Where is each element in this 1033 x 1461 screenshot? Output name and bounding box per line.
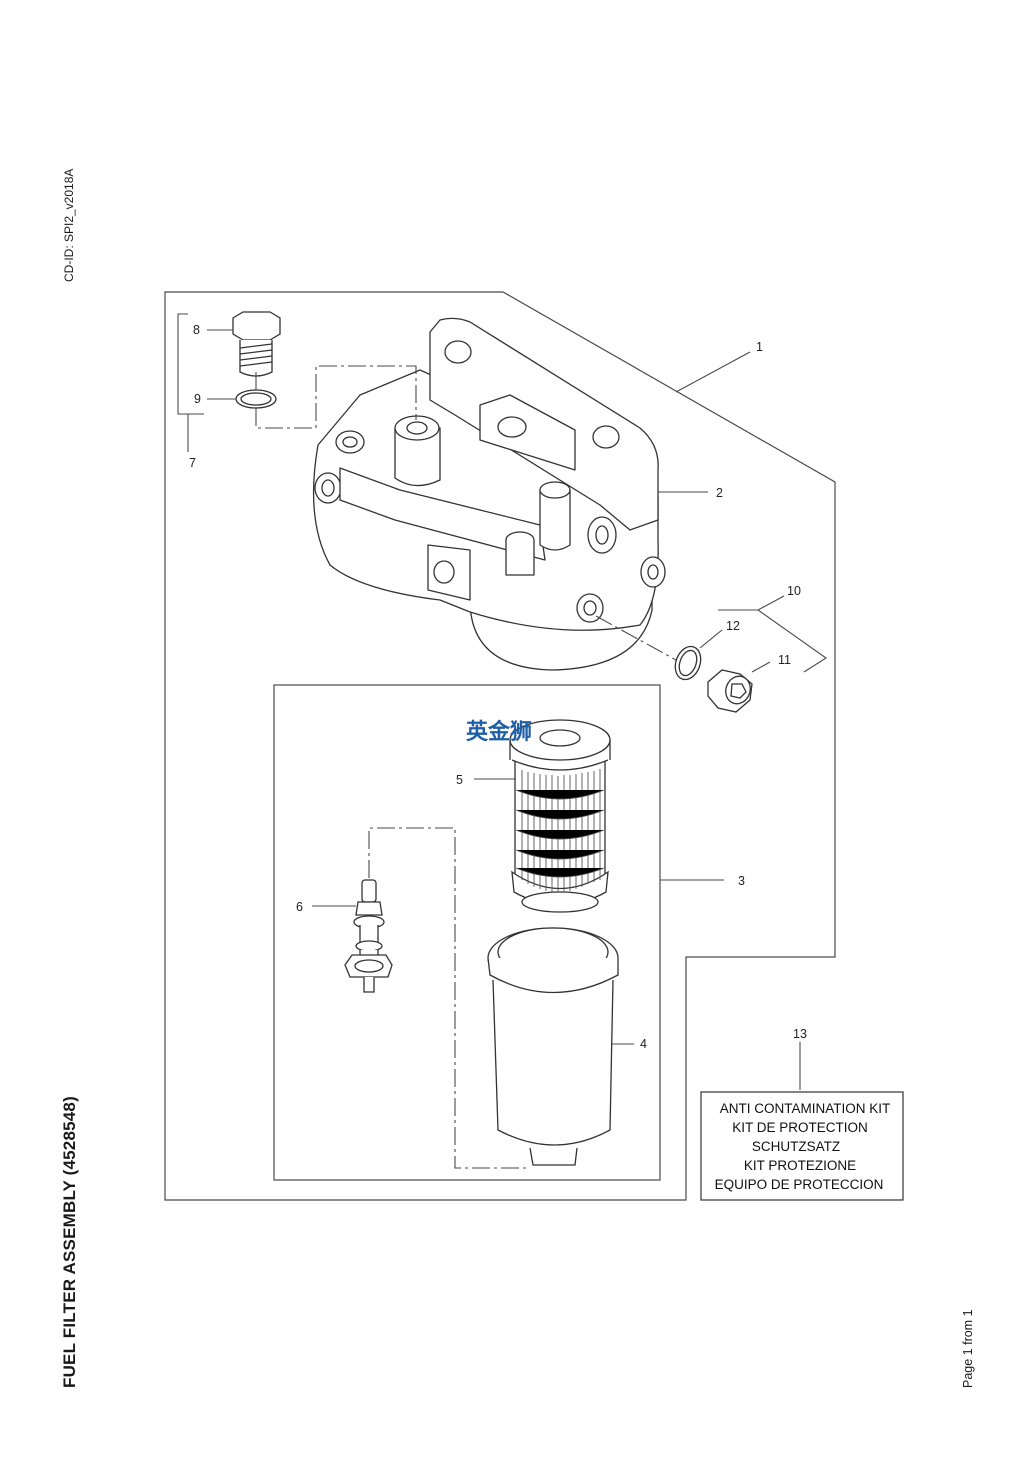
kit-line-3: SCHUTZSATZ bbox=[752, 1139, 840, 1154]
callout-3: 3 bbox=[738, 874, 745, 888]
filter-head-part bbox=[312, 317, 666, 671]
drain-plug-part-11 bbox=[707, 669, 753, 713]
kit-line-1: ANTI CONTAMINATION KIT bbox=[720, 1101, 891, 1116]
kit-line-2: KIT DE PROTECTION bbox=[732, 1120, 868, 1135]
seal-ring-part-9 bbox=[235, 389, 277, 409]
watermark-text: 英金狮 bbox=[466, 719, 532, 745]
leader-lines bbox=[177, 313, 827, 1169]
callout-5: 5 bbox=[456, 773, 463, 787]
filter-pleats bbox=[515, 769, 605, 892]
kit-line-4: KIT PROTEZIONE bbox=[744, 1158, 856, 1173]
callout-4: 4 bbox=[640, 1037, 647, 1051]
callout-1: 1 bbox=[756, 340, 763, 354]
callout-12: 12 bbox=[726, 619, 740, 633]
valve-part-6 bbox=[344, 879, 393, 993]
callout-6: 6 bbox=[296, 900, 303, 914]
subassembly-3-box bbox=[273, 684, 661, 1181]
callout-8: 8 bbox=[193, 323, 200, 337]
filter-bowl-part-4 bbox=[487, 927, 619, 1166]
callout-13: 13 bbox=[793, 1027, 807, 1041]
seal-ring-part-12 bbox=[674, 645, 702, 681]
kit-box bbox=[700, 1091, 904, 1201]
callout-9: 9 bbox=[194, 392, 201, 406]
plug-part-8 bbox=[232, 311, 281, 377]
assembly-outline bbox=[164, 291, 836, 1201]
callout-2: 2 bbox=[716, 486, 723, 500]
callout-11: 11 bbox=[778, 653, 791, 667]
kit-line-5: EQUIPO DE PROTECCION bbox=[715, 1177, 884, 1192]
callout-10: 10 bbox=[787, 584, 801, 598]
callout-7: 7 bbox=[189, 456, 196, 470]
